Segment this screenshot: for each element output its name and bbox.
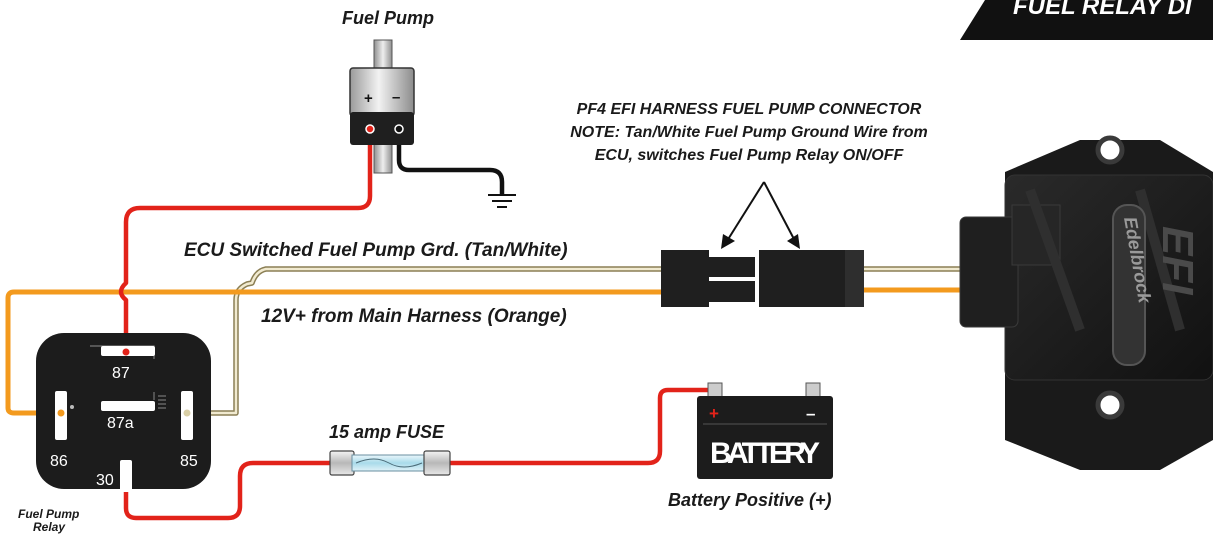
- ground-icon: [488, 194, 516, 208]
- fuse-label: 15 amp FUSE: [329, 422, 445, 442]
- connector-note-line3: ECU, switches Fuel Pump Relay ON/OFF: [595, 147, 905, 164]
- note-arrows: [726, 181, 796, 242]
- relay-caption-line2: Relay: [33, 520, 66, 534]
- battery-name: BATTERY: [710, 437, 820, 470]
- battery-caption: Battery Positive (+): [668, 490, 832, 510]
- fuse: [329, 450, 451, 476]
- main-12v-label: 12V+ from Main Harness (Orange): [261, 306, 567, 327]
- pump-plus-label: +: [364, 90, 373, 107]
- fuel-pump-label: Fuel Pump: [342, 8, 434, 28]
- orange-12v-wire: [5, 289, 661, 416]
- relay-86-label: 86: [50, 453, 68, 470]
- battery-plus-label: +: [709, 404, 719, 423]
- battery: + – BATTERY: [697, 382, 833, 479]
- relay-30-label: 30: [96, 472, 114, 489]
- fuel-pump-relay: 87 87a 86 85 30: [36, 333, 211, 492]
- ecu-product: EFI: [1153, 226, 1202, 295]
- battery-minus-label: –: [806, 404, 815, 423]
- red-pump-wire: [118, 130, 373, 352]
- relay-caption-line1: Fuel Pump: [18, 507, 79, 521]
- relay-87-label: 87: [112, 365, 130, 382]
- ecu-ground-label: ECU Switched Fuel Pump Grd. (Tan/White): [184, 240, 568, 261]
- relay-pin-87a: [101, 401, 155, 411]
- red-battery-wire: [123, 460, 330, 521]
- pump-minus-label: –: [392, 89, 400, 106]
- title-banner: FUEL RELAY DI: [960, 0, 1213, 40]
- ground-wire: [396, 130, 505, 195]
- harness-connector: [661, 250, 864, 307]
- connector-title: PF4 EFI HARNESS FUEL PUMP CONNECTOR: [577, 101, 922, 118]
- relay-87a-label: 87a: [107, 415, 134, 432]
- ecu-module: Edelbrock EFI: [959, 135, 1213, 470]
- relay-85-label: 85: [180, 453, 198, 470]
- diagram-title: FUEL RELAY DI: [1013, 0, 1193, 20]
- connector-note: PF4 EFI HARNESS FUEL PUMP CONNECTOR NOTE…: [570, 101, 927, 164]
- connector-note-line2: NOTE: Tan/White Fuel Pump Ground Wire fr…: [570, 124, 927, 141]
- relay-pin-30: [120, 460, 132, 492]
- fuel-pump: + –: [349, 39, 415, 174]
